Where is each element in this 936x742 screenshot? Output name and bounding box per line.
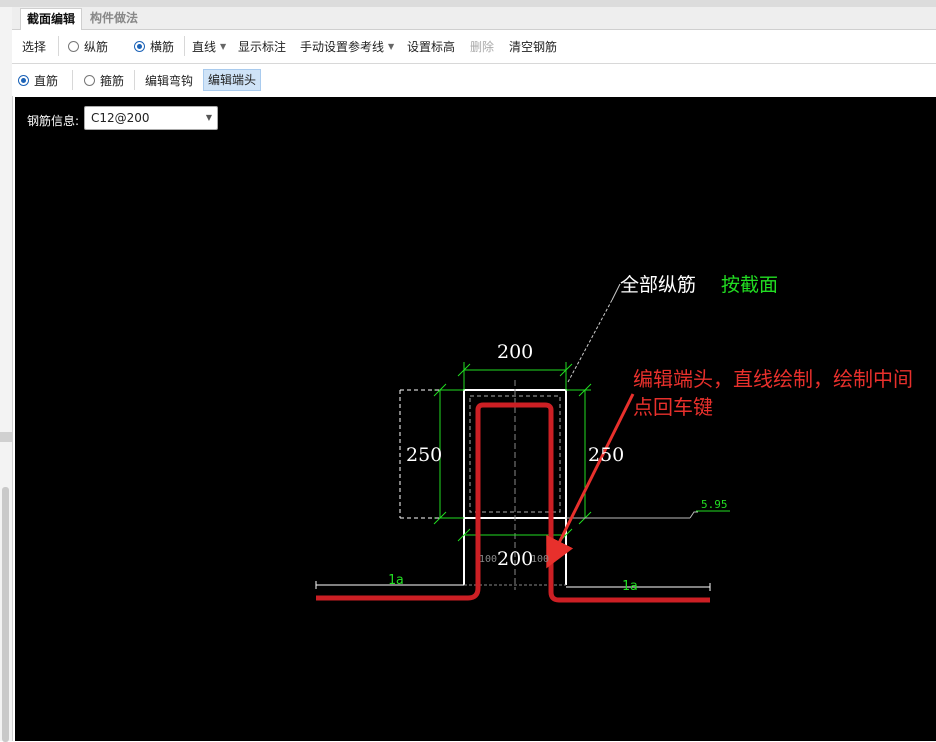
anchorage-lines [315,581,711,591]
annotation-arrow [546,393,635,569]
la-right-label: 1a [622,579,638,594]
radio-longitudinal-label: 纵筋 [84,40,109,54]
extension-lines [399,389,440,519]
toolbar-divider [72,70,73,90]
select-button[interactable]: 选择 [22,40,47,54]
label-all-longitudinal: 全部纵筋 [620,274,696,296]
radio-icon [68,41,79,52]
toolbar-divider [58,36,59,56]
dim-small-right: 100 [531,554,549,565]
cover-line [469,395,561,513]
tab-section-edit[interactable]: 截面编辑 [20,8,83,30]
leader-line [567,283,621,383]
left-panel-scrollbar[interactable] [2,487,9,742]
toolbar-divider [134,70,135,90]
elevation-marker [566,510,730,519]
secondary-toolbar: 直筋 箍筋 编辑弯钩 编辑端头 [12,64,936,96]
elevation-value: 5.95 [701,498,728,511]
radio-icon [84,74,95,86]
dim-bottom-value: 200 [497,548,533,570]
toolbar-divider [184,36,185,56]
radio-straight[interactable]: 直筋 [18,64,58,96]
line-dropdown[interactable]: 直线 ▼ [192,30,226,63]
dim-right-value: 250 [588,444,624,466]
radio-transverse[interactable]: 横筋 [134,30,174,63]
left-panel [0,7,13,742]
radio-transverse-label: 横筋 [150,40,175,54]
chevron-down-icon: ▼ [220,42,227,51]
tab-component-method[interactable]: 构件做法 [90,11,139,25]
main-toolbar: 选择 纵筋 横筋 直线 ▼ 显示标注 手动设置参考线 ▼ 设置标高 删除 清空钢… [12,30,936,64]
radio-selected-icon [134,41,145,52]
chevron-down-icon: ▼ [388,42,395,51]
edit-hook-button[interactable]: 编辑弯钩 [145,73,194,88]
delete-button[interactable]: 删除 [470,40,495,54]
radio-longitudinal[interactable]: 纵筋 [68,30,108,63]
radio-stirrup-label: 箍筋 [100,73,125,88]
dim-small-left: 100 [479,554,497,565]
annotation-text-line1: 编辑端头，直线绘制，绘制中间 [633,367,913,391]
dimension-lines [433,362,592,542]
tab-bar: 截面编辑 构件做法 [12,7,936,30]
clear-rebar-button[interactable]: 清空钢筋 [509,40,558,54]
rebar-info-label: 钢筋信息: [27,114,80,128]
rebar-info-value: C12@200 [91,111,150,125]
dim-top-value: 200 [497,341,533,363]
set-elevation-button[interactable]: 设置标高 [407,40,456,54]
dim-left-value: 250 [406,444,442,466]
left-panel-splitter[interactable] [0,432,12,442]
radio-selected-icon [18,74,29,86]
la-left-label: 1a [388,573,404,588]
manual-ref-label: 手动设置参考线 [300,40,385,54]
edit-end-button[interactable]: 编辑端头 [203,64,262,96]
title-strip [0,0,936,7]
radio-stirrup[interactable]: 箍筋 [84,64,124,96]
annotation-text-line2: 点回车键 [633,395,713,419]
chevron-down-icon: ▼ [205,113,212,122]
edited-rebar-path[interactable] [316,402,710,603]
radio-straight-label: 直筋 [34,73,59,88]
manual-ref-dropdown[interactable]: 手动设置参考线 ▼ [300,30,394,63]
rebar-info-select[interactable]: C12@200 ▼ [84,106,218,130]
label-by-section[interactable]: 按截面 [721,274,778,296]
line-dropdown-label: 直线 [192,40,217,54]
show-dims-button[interactable]: 显示标注 [238,40,287,54]
edit-end-label: 编辑端头 [203,69,262,91]
